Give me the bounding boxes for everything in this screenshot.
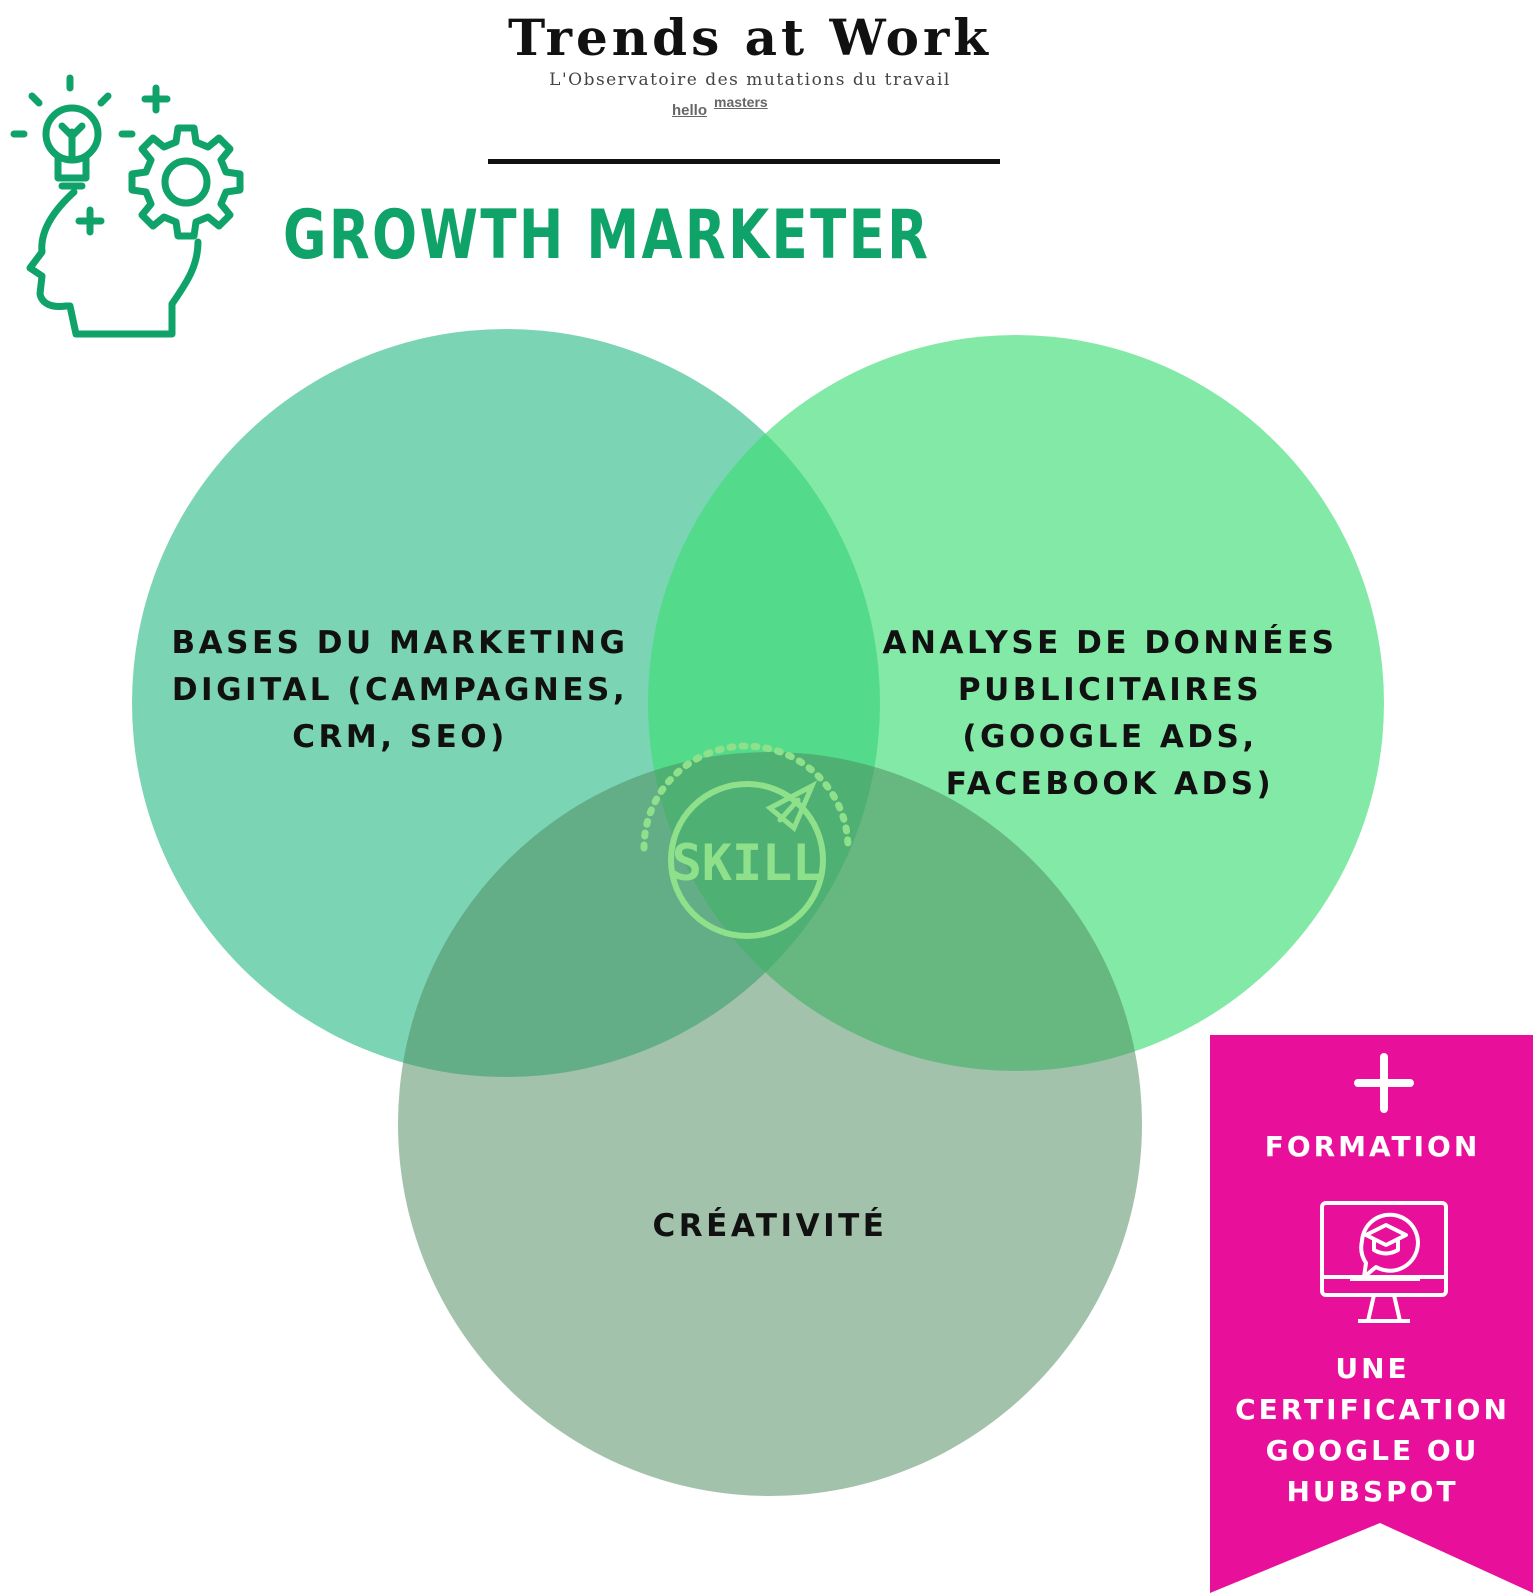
plus-icon bbox=[1354, 1053, 1414, 1113]
brand-title: Trends at Work bbox=[508, 8, 992, 67]
skill-badge-text: SKILL bbox=[672, 834, 823, 892]
venn-label-marketing: BASES DU MARKETING DIGITAL (CAMPAGNES, CRM… bbox=[150, 620, 650, 761]
label-line: HUBSPOT bbox=[1286, 1475, 1459, 1508]
label-line: FACEBOOK ADS) bbox=[945, 766, 1275, 802]
head-with-lightbulb-and-gear-icon bbox=[10, 74, 244, 338]
label-line: GOOGLE OU bbox=[1265, 1434, 1480, 1467]
label-line: UNE bbox=[1335, 1352, 1410, 1385]
header-divider bbox=[488, 159, 1000, 164]
venn-circle-creativity bbox=[398, 752, 1142, 1496]
training-banner bbox=[1210, 1035, 1533, 1593]
label-line: BASES DU MARKETING bbox=[171, 625, 629, 661]
label-line: DIGITAL (CAMPAGNES, bbox=[171, 672, 629, 708]
label-line: (GOOGLE ADS, bbox=[962, 719, 1258, 755]
logo-hello: hello bbox=[672, 102, 708, 119]
logo-masters: masters bbox=[714, 94, 768, 110]
label-line: CRÉATIVITÉ bbox=[652, 1208, 888, 1244]
venn-label-data-analysis: ANALYSE DE DONNÉES PUBLICITAIRES (GOOGLE A… bbox=[860, 620, 1360, 808]
label-line: PUBLICITAIRES bbox=[957, 672, 1263, 708]
banner-body: UNE CERTIFICATION GOOGLE OU HUBSPOT bbox=[1210, 1348, 1533, 1512]
label-line: CERTIFICATION bbox=[1235, 1393, 1510, 1426]
monitor-graduation-cap-icon bbox=[1320, 1201, 1448, 1323]
skill-badge-icon: SKILL bbox=[640, 742, 852, 939]
banner-heading: FORMATION bbox=[1264, 1130, 1481, 1163]
label-line: CRM, SEO) bbox=[292, 719, 508, 755]
label-line: ANALYSE DE DONNÉES bbox=[882, 625, 1338, 661]
page-title: GROWTH MARKETER bbox=[283, 196, 931, 275]
brand-subtitle: L'Observatoire des mutations du travail bbox=[549, 70, 951, 90]
venn-label-creativity: CRÉATIVITÉ bbox=[570, 1203, 970, 1250]
